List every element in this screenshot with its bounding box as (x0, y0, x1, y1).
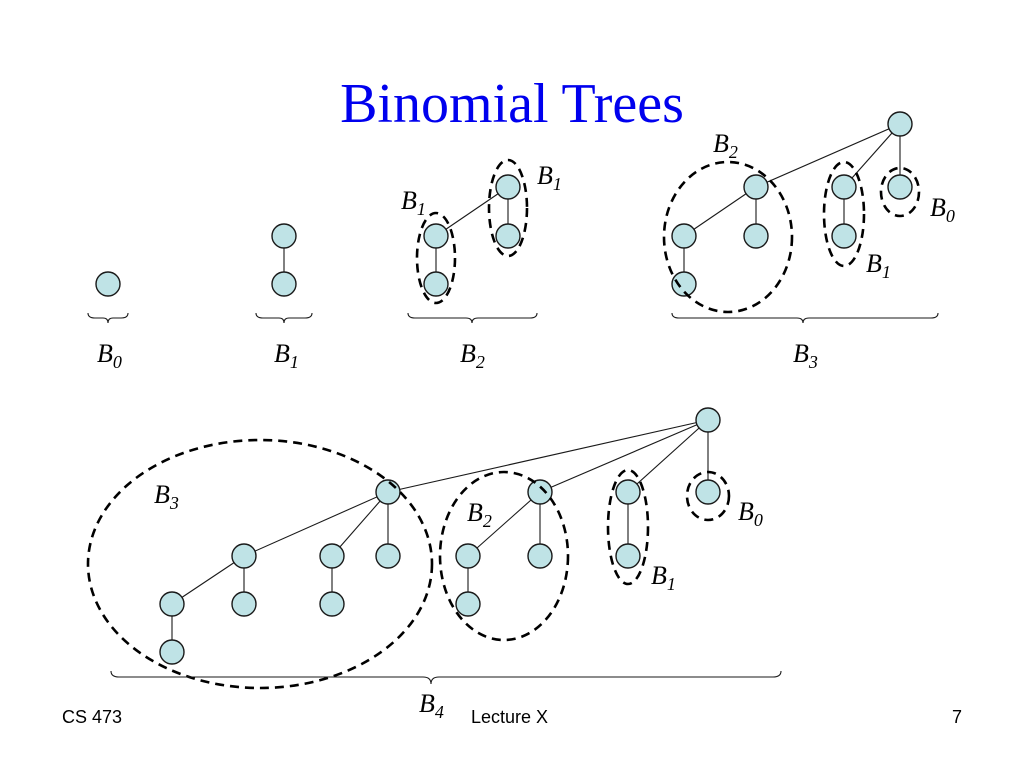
tree-brace (87, 312, 129, 324)
tree-edge (467, 491, 541, 557)
tree-edge (387, 419, 709, 493)
tree-node (271, 271, 297, 297)
subtree-ring (685, 470, 731, 522)
tree-node (455, 543, 481, 569)
tree-brace (671, 312, 939, 324)
tree-node (615, 479, 641, 505)
tree-node (271, 223, 297, 249)
tree-node (95, 271, 121, 297)
tree-node (887, 174, 913, 200)
tree-node (319, 543, 345, 569)
tree-label-b1: B1 (274, 339, 299, 372)
tree-b0: B0 (87, 271, 129, 372)
subtree-label: B1 (866, 249, 891, 282)
tree-brace (110, 670, 782, 685)
tree-node (527, 479, 553, 505)
subtree-label: B1 (651, 561, 676, 594)
tree-node (671, 223, 697, 249)
tree-edge (171, 555, 245, 605)
tree-edge (843, 123, 901, 188)
tree-label-b4: B4 (419, 689, 444, 722)
subtree-ring (487, 158, 529, 258)
subtree-label: B2 (713, 129, 738, 162)
tree-node (615, 543, 641, 569)
tree-node (455, 591, 481, 617)
subtree-label: B3 (154, 480, 179, 513)
tree-node (375, 479, 401, 505)
subtree-ring (438, 470, 570, 642)
subtree-label: B2 (467, 498, 492, 531)
tree-node (695, 407, 721, 433)
tree-node (423, 271, 449, 297)
tree-node (159, 591, 185, 617)
tree-node (831, 223, 857, 249)
tree-node (671, 271, 697, 297)
footer-course: CS 473 (62, 707, 123, 727)
subtree-ring (86, 438, 434, 690)
slide-title: Binomial Trees (340, 73, 684, 135)
subtree-label: B0 (930, 193, 955, 226)
tree-label-b2: B2 (460, 339, 485, 372)
subtree-ring (879, 166, 921, 218)
subtree-ring (606, 468, 650, 586)
subtree-label: B0 (738, 497, 763, 530)
tree-edge (243, 491, 389, 557)
footer-page-number: 7 (952, 707, 963, 727)
subtree-ring (662, 160, 794, 314)
tree-edge (755, 123, 901, 188)
tree-node (695, 479, 721, 505)
subtree-ring (822, 160, 866, 268)
tree-node (319, 591, 345, 617)
subtree-label: B1 (401, 186, 426, 219)
tree-node (495, 174, 521, 200)
tree-node (743, 223, 769, 249)
tree-node (423, 223, 449, 249)
tree-b4: B3 B2 B1 B0 B4 (86, 407, 782, 722)
tree-brace (407, 312, 538, 324)
tree-edge (435, 186, 509, 237)
tree-node (375, 543, 401, 569)
tree-edge (539, 419, 709, 493)
footer-lecture: Lecture X (471, 707, 549, 727)
tree-label-b3: B3 (793, 339, 818, 372)
tree-node (743, 174, 769, 200)
tree-brace (255, 312, 313, 324)
tree-edge (331, 491, 389, 557)
tree-node (831, 174, 857, 200)
tree-edge (627, 419, 709, 493)
tree-node (231, 591, 257, 617)
tree-node (231, 543, 257, 569)
tree-edge (683, 186, 757, 237)
tree-b1: B1 (255, 223, 313, 372)
subtree-ring (415, 211, 457, 305)
tree-b3: B2 B1 B0 B3 (662, 111, 955, 372)
tree-b2: B1 B1 B2 (401, 158, 562, 372)
tree-node (159, 639, 185, 665)
tree-node (527, 543, 553, 569)
tree-label-b0: B0 (97, 339, 122, 372)
tree-node (495, 223, 521, 249)
subtree-label: B1 (537, 161, 562, 194)
tree-node (887, 111, 913, 137)
